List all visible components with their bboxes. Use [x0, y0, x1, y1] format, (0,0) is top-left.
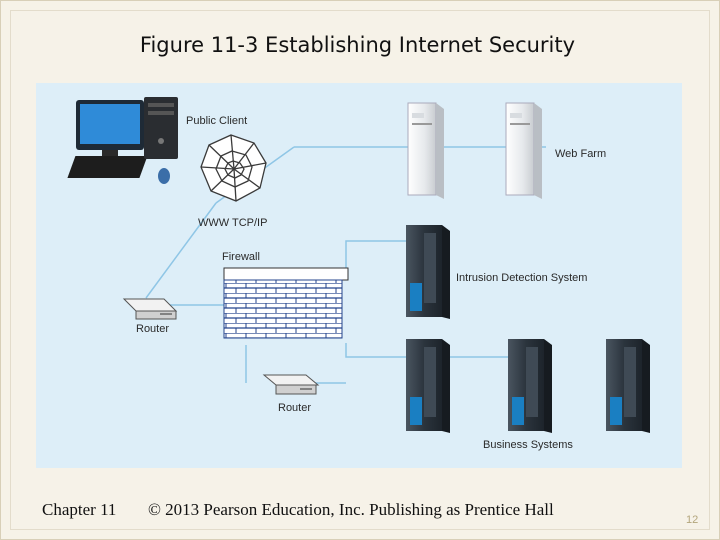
firewall-label: Firewall	[222, 251, 260, 263]
network-diagram-svg: Public Client WWW TCP/IP Firewall	[67, 97, 650, 451]
ids-label: Intrusion Detection System	[456, 272, 587, 284]
router-icon	[262, 374, 320, 395]
business-server-icon	[606, 339, 650, 433]
network-diagram: Public Client WWW TCP/IP Firewall	[36, 83, 682, 468]
web-server-icon	[407, 102, 444, 199]
business-server-icon	[406, 339, 450, 433]
web-server-icon	[505, 102, 542, 199]
www-label: WWW TCP/IP	[198, 217, 267, 229]
footer-copyright: © 2013 Pearson Education, Inc. Publishin…	[148, 500, 554, 519]
footer-chapter: Chapter 11	[42, 500, 117, 519]
business-server-icon	[508, 339, 552, 433]
router-icon	[122, 298, 178, 320]
connection-lines	[145, 146, 546, 384]
ids-server-icon	[406, 225, 450, 319]
router-label: Router	[278, 402, 311, 414]
www-web-icon	[200, 134, 267, 202]
web-farm-label: Web Farm	[555, 148, 606, 160]
router-label: Router	[136, 323, 169, 335]
slide-title: Figure 11-3 Establishing Internet Securi…	[139, 33, 576, 57]
slide-inner-border	[10, 10, 710, 530]
business-systems-label: Business Systems	[483, 439, 573, 451]
page-number: 12	[686, 514, 699, 526]
firewall-icon	[223, 267, 349, 339]
public-client-icon	[67, 97, 178, 184]
public-client-label: Public Client	[186, 115, 247, 127]
